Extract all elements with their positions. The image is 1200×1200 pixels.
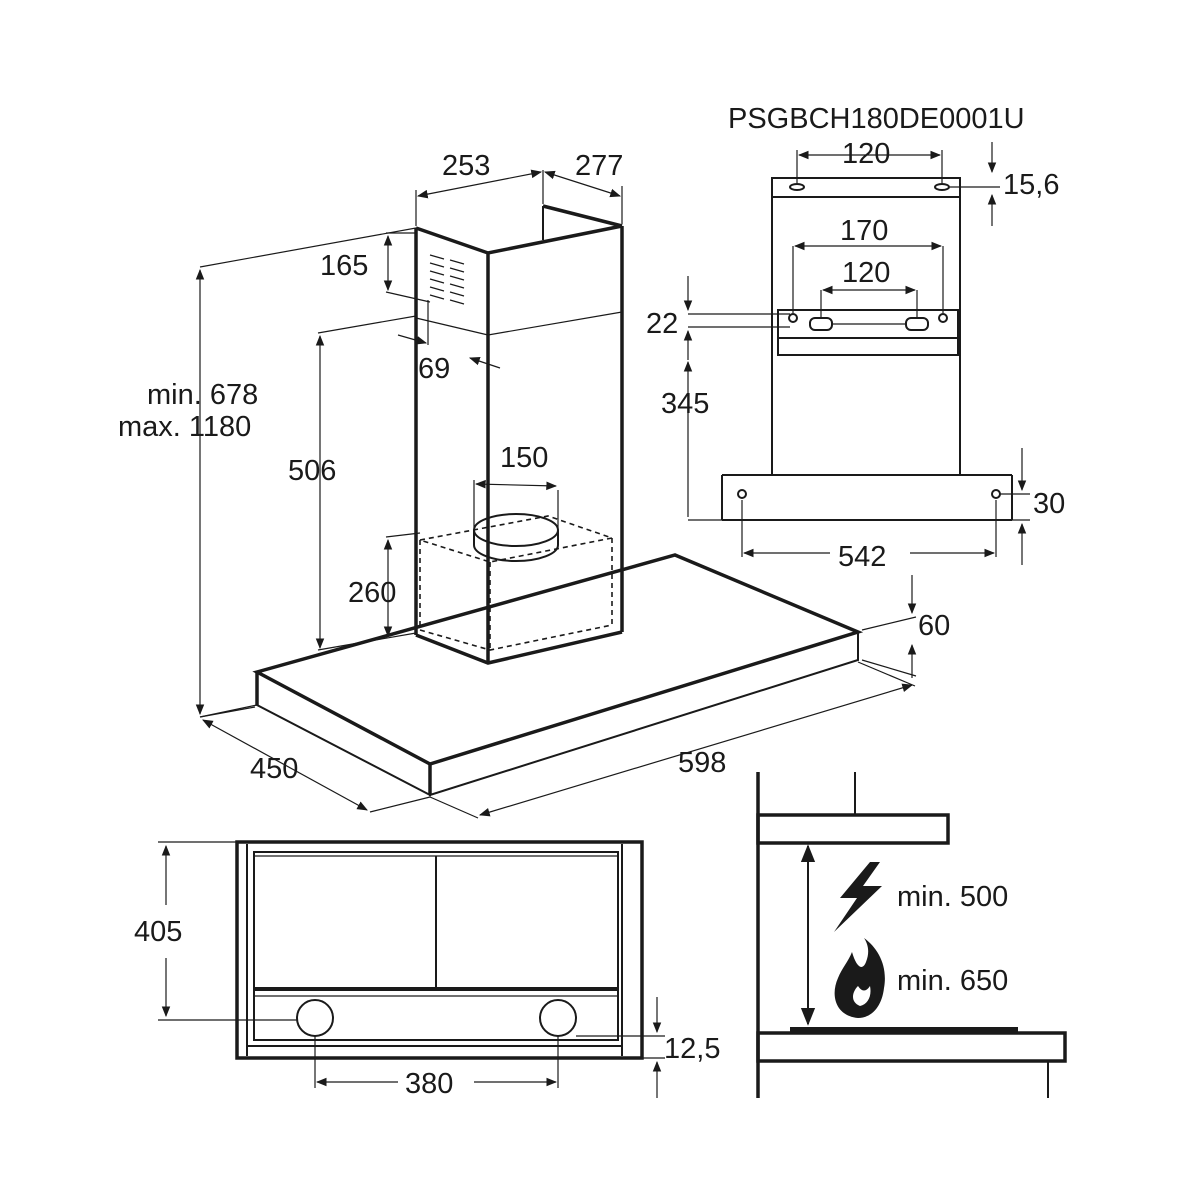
dim-inner-height: 506: [288, 455, 336, 487]
vent-grille: [429, 254, 465, 305]
dim-outlet-diameter: 150: [500, 442, 548, 474]
dim-bracket-inner: 120: [842, 257, 890, 289]
hood-side-profile: [756, 813, 950, 845]
dim-bracket-offset: 15,6: [1003, 169, 1059, 201]
chimney: [414, 204, 624, 665]
canopy: [252, 553, 864, 797]
grease-outlet-right: [539, 999, 577, 1037]
dim-chimney-depth: 277: [575, 150, 623, 182]
flame-icon: [834, 938, 885, 1018]
clearance-view: min. 500 min. 650: [756, 772, 1067, 1098]
dim-bracket-height: 22: [646, 308, 678, 340]
dim-bracket-base-width: 542: [838, 541, 886, 573]
dim-height-max: max. 1180: [118, 411, 251, 443]
dim-bracket-vertical: 345: [661, 388, 709, 420]
dim-depth: 450: [250, 753, 298, 785]
dim-bracket-width: 170: [840, 215, 888, 247]
dim-box-height: 260: [348, 577, 396, 609]
bottom-view: 405 380 12,5: [134, 840, 720, 1100]
dim-bottom-offset: 12,5: [664, 1033, 720, 1065]
bracket-detail-view: PSGBCH180DE0001U 120 15,6: [646, 103, 1065, 573]
min-clearance-gas: min. 650: [897, 965, 1008, 997]
dim-vent-offset: 69: [418, 353, 450, 385]
isometric-hood-view: 253 277 min. 678 max. 1180 165 69 506 15…: [118, 150, 950, 819]
hob-side-profile: [756, 1031, 1067, 1063]
dim-chimney-width: 253: [442, 150, 490, 182]
dim-vent-height: 165: [320, 250, 368, 282]
min-clearance-electric: min. 500: [897, 881, 1008, 913]
lightning-icon: [834, 862, 882, 932]
dim-bottom-hole-spacing: 380: [405, 1068, 453, 1100]
dim-height-min: min. 678: [147, 379, 258, 411]
dim-bracket-hole-spacing: 120: [842, 138, 890, 170]
dim-bracket-bottom: 30: [1033, 488, 1065, 520]
motor-box: [419, 513, 616, 651]
grease-outlet-left: [296, 999, 334, 1037]
dim-bottom-depth: 405: [134, 916, 182, 948]
dim-width: 598: [678, 747, 726, 779]
hob-surface: [790, 1027, 1018, 1033]
model-code: PSGBCH180DE0001U: [728, 103, 1025, 135]
dim-canopy-thickness: 60: [918, 610, 950, 642]
